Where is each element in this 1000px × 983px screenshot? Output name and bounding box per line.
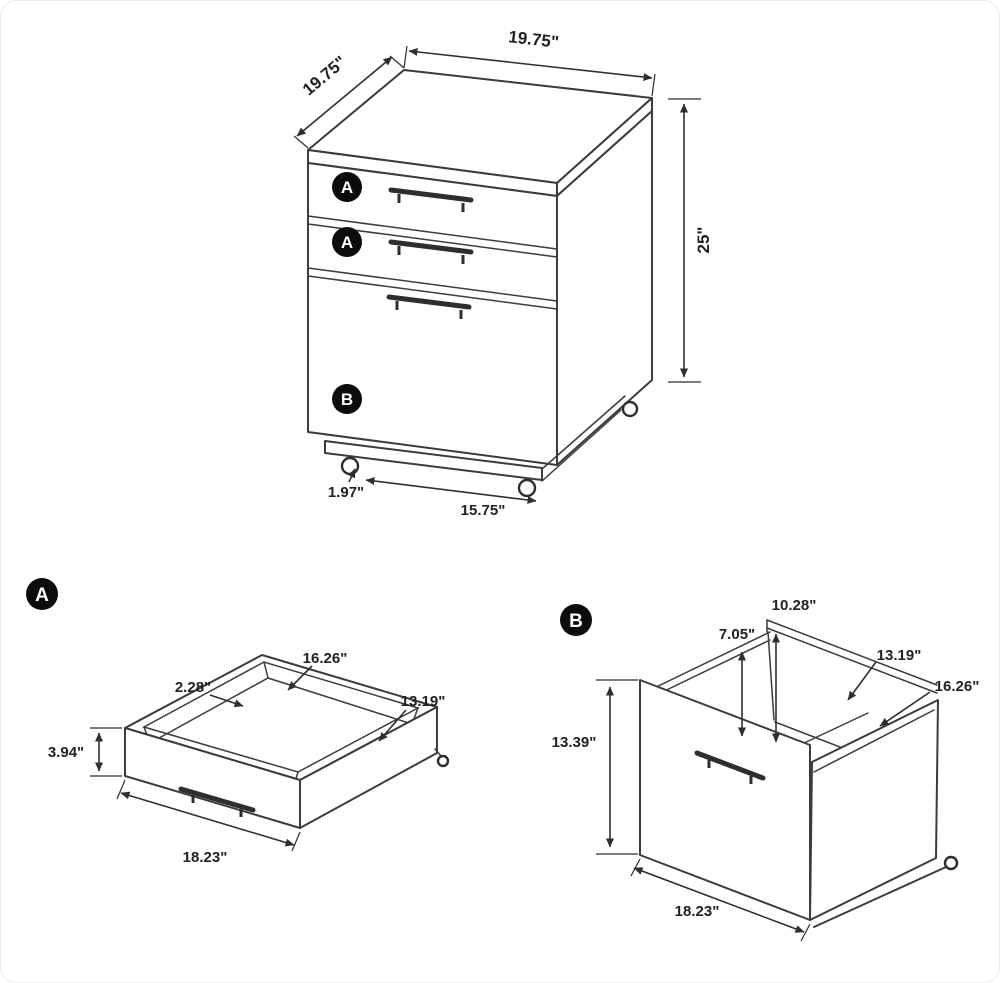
dimension-drawer-b-inner-depth: 13.19" xyxy=(847,647,922,701)
drawer-b-handle xyxy=(694,750,766,784)
badge-circle-top-drawer xyxy=(332,172,362,202)
badge-label-top-drawer: A xyxy=(341,178,353,197)
dimension-drawer-a-rim-thickness: 2.28" xyxy=(175,679,244,708)
dim-drawer-b-inner-width-label: 16.26" xyxy=(935,678,980,695)
bottom-drawer-handle xyxy=(386,294,472,319)
section-b-badge-circle xyxy=(560,604,592,636)
dim-caster-height-label: 1.97" xyxy=(328,484,364,501)
dimension-caster-height: 1.97" xyxy=(328,468,364,501)
dim-drawer-b-back-height-label: 10.28" xyxy=(772,597,817,614)
dimension-drawer-b-outer-width: 18.23" xyxy=(630,858,811,942)
drawer-b-detail-view: B 10.28" xyxy=(552,597,980,942)
section-b-badge-label: B xyxy=(569,611,583,632)
drawer-b-side-panel xyxy=(809,699,939,921)
drawer-divider-lines xyxy=(307,215,558,310)
top-drawer-handle xyxy=(388,187,474,212)
drawer-a-caster-wheel xyxy=(436,754,450,768)
drawer-b-side-rail xyxy=(813,709,935,773)
badge-circle-bottom-drawer xyxy=(332,384,362,414)
drawer-a-side-panel xyxy=(299,706,438,829)
dim-top-depth-label: 19.75" xyxy=(299,52,350,99)
dimension-drawer-a-inner-depth: 13.19" xyxy=(378,693,446,742)
dim-drawer-b-front-height-label: 13.39" xyxy=(552,734,597,751)
drawer-b-front-panel xyxy=(639,679,811,921)
drawer-b-left-rail xyxy=(649,631,771,699)
section-a-badge-label: A xyxy=(35,585,49,606)
drawer-a-detail-view: A 3.94" 2.28" 16.26" xyxy=(26,578,450,866)
badge-label-middle-drawer: A xyxy=(341,233,353,252)
dimension-drawer-a-height: 3.94" xyxy=(48,727,122,777)
dim-drawer-a-inner-width-label: 16.26" xyxy=(303,650,348,667)
dim-top-width-label: 19.75" xyxy=(507,27,559,52)
section-a-badge-circle xyxy=(26,578,58,610)
middle-drawer-handle xyxy=(388,239,474,264)
dimension-drawer-b-front-height: 13.39" xyxy=(552,679,638,855)
dim-drawer-b-outer-width-label: 18.23" xyxy=(675,903,720,920)
badge-circle-middle-drawer xyxy=(332,227,362,257)
dimension-base-depth: 15.75" xyxy=(365,477,537,519)
dim-drawer-b-inner-depth-label: 13.19" xyxy=(877,647,922,664)
dim-drawer-a-outer-width-label: 18.23" xyxy=(183,849,228,866)
base-rail-side-top xyxy=(541,395,626,470)
dimension-drawer-b-inner-width: 16.26" xyxy=(879,678,980,727)
cabinet-drawer-badges: A A B xyxy=(332,172,362,414)
drawer-b-caster-wheel xyxy=(943,855,959,871)
drawer-b-slide-caster xyxy=(813,855,959,928)
dimension-drawer-a-outer-width: 18.23" xyxy=(116,779,301,866)
badge-label-bottom-drawer: B xyxy=(341,390,353,409)
cabinet-right-face xyxy=(556,110,653,466)
dim-drawer-b-inner-height-label: 7.05" xyxy=(719,626,755,643)
drawer-a-slide-caster xyxy=(434,748,450,768)
caster-front-left xyxy=(340,456,360,476)
base-rail-side-bottom xyxy=(541,409,622,482)
caster-front-right xyxy=(517,478,537,498)
cabinet-isometric-view: A A B 19.75" 19.75" 25" 1.97" 15. xyxy=(293,27,713,519)
dimension-drawer-b-inner-height: 7.05" xyxy=(719,626,755,737)
drawer-b-floor-lines xyxy=(801,712,869,745)
dim-drawer-a-rim-thickness-label: 2.28" xyxy=(175,679,211,696)
dim-height-label: 25" xyxy=(694,227,713,254)
dim-base-depth-label: 15.75" xyxy=(461,502,506,519)
caster-back-right xyxy=(621,400,639,418)
cabinet-handles xyxy=(386,187,474,319)
dimension-drawer-a-inner-width: 16.26" xyxy=(287,650,348,691)
dim-drawer-a-height-label: 3.94" xyxy=(48,744,84,761)
dimension-height: 25" xyxy=(668,98,713,383)
cabinet-front-face xyxy=(307,162,558,466)
dimension-drawer-b-back-height: 10.28" xyxy=(772,597,817,743)
dim-drawer-a-inner-depth-label: 13.19" xyxy=(401,693,446,710)
